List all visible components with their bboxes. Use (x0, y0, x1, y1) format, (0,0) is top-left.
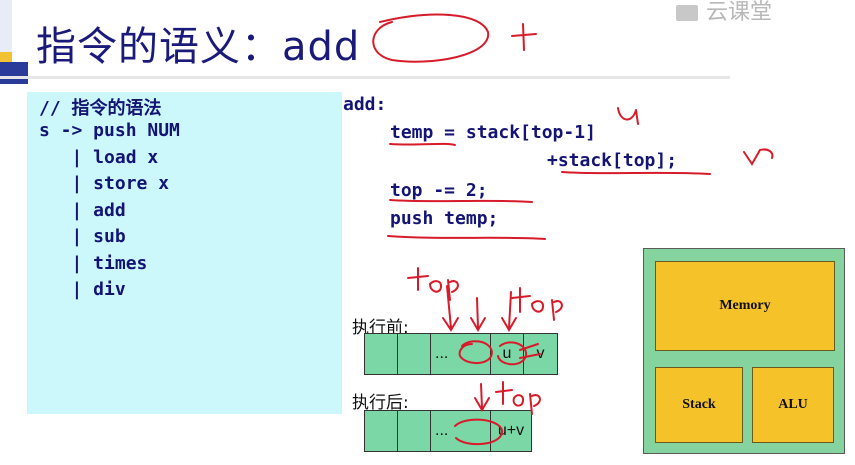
code-line: +stack[top]; (547, 150, 678, 171)
ink-note-u (617, 107, 639, 125)
ink-underline (561, 171, 711, 175)
ink-arrow (442, 285, 459, 332)
grammar-line: | load x (39, 147, 159, 168)
deco-bar-mid (0, 52, 12, 62)
title-divider (0, 76, 730, 79)
grammar-line: | div (39, 279, 126, 300)
grammar-line: s -> push NUM (39, 120, 180, 141)
stack-cell: ... (431, 411, 491, 451)
stack-cell: u (491, 334, 524, 374)
grammar-line: | times (39, 253, 148, 274)
stack-cell (365, 411, 398, 451)
ink-plus (511, 23, 537, 51)
stack-box: Stack (655, 367, 743, 443)
grammar-line: // 指令的语法 (39, 98, 162, 119)
stack-cell (398, 334, 431, 374)
ink-top-2 (511, 287, 563, 321)
memory-box: Memory (655, 261, 835, 351)
ink-arrow (501, 291, 517, 332)
deco-bar-top (0, 0, 12, 52)
title-instr: add (282, 24, 361, 70)
stack-cell (398, 411, 431, 451)
watermark: 云课堂 (676, 0, 772, 26)
after-label: 执行后: (352, 393, 409, 413)
ink-circle-add (372, 13, 490, 63)
stack-after: ... u+v (364, 410, 532, 452)
stack-cell: ... (431, 334, 491, 374)
alu-box: ALU (752, 367, 834, 443)
stack-cell (365, 334, 398, 374)
code-line: top -= 2; (390, 180, 488, 201)
grammar-line: | sub (39, 226, 126, 247)
cloud-classroom-icon (676, 5, 698, 21)
stack-cell: v (524, 334, 557, 374)
ink-arrow (474, 383, 490, 412)
ink-underline (387, 235, 546, 240)
stack-before: ... u v (364, 333, 558, 375)
architecture-diagram: Memory Stack ALU (643, 248, 845, 454)
watermark-text: 云课堂 (706, 0, 773, 25)
ink-top-1 (407, 267, 459, 301)
code-line: push temp; (390, 208, 499, 229)
title-text: 指令的语义： (36, 24, 282, 70)
grammar-line: | add (39, 200, 126, 221)
ink-underline (389, 142, 456, 146)
grammar-line: | store x (39, 173, 170, 194)
code-label: add: (343, 94, 387, 115)
code-line: temp = stack[top-1] (390, 122, 596, 143)
stack-cell: u+v (491, 411, 531, 451)
ink-note-v (743, 148, 774, 166)
grammar-panel: // 指令的语法 s -> push NUM | load x | store … (27, 92, 342, 414)
deco-bar-bottom (0, 62, 28, 84)
page-title: 指令的语义：add (36, 14, 360, 72)
ink-arrow (470, 297, 486, 332)
